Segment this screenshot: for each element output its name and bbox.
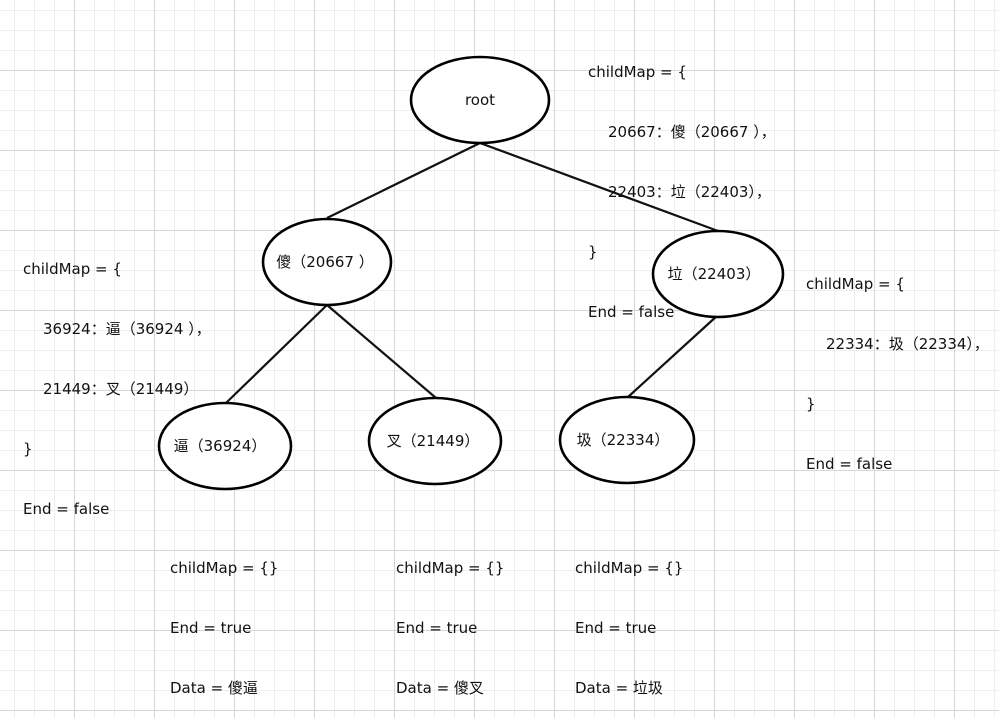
note-ji-data: Data = 垃圾 (575, 679, 663, 697)
node-sha: 傻（20667 ） (261, 217, 393, 307)
note-root-entry: 22403：垃（22403）， (608, 183, 771, 201)
edge-root-sha (326, 142, 481, 219)
note-sha-open: childMap = { (23, 260, 122, 278)
note-sha-entry: 21449：叉（21449） (43, 380, 199, 398)
node-root-label: root (465, 91, 495, 109)
note-sha-close: } (23, 440, 33, 458)
note-la-end: End = false (806, 455, 893, 473)
note-bi: childMap = {} End = true Data = 傻逼 (170, 518, 278, 718)
node-cha-label: 叉（21449） (387, 432, 480, 450)
note-root-end: End = false (588, 303, 675, 321)
edges (225, 141, 719, 404)
node-sha-label: 傻（20667 ） (276, 253, 374, 271)
node-root: root (409, 55, 551, 145)
note-la-entry: 22334：圾（22334）， (826, 335, 989, 353)
note-root-open: childMap = { (588, 63, 687, 81)
note-cha: childMap = {} End = true Data = 傻叉 (396, 518, 504, 718)
trie-diagram: root 傻（20667 ） 垃（22403） 逼（36924） 叉（21449… (157, 55, 785, 491)
note-la-close: } (806, 395, 816, 413)
node-cha: 叉（21449） (367, 396, 503, 486)
note-sha-entry: 36924：逼（36924 ）， (43, 320, 211, 338)
node-bi-label: 逼（36924） (174, 437, 267, 455)
node-la-label: 垃（22403） (668, 265, 761, 283)
note-cha-data: Data = 傻叉 (396, 679, 484, 697)
note-la: childMap = { 22334：圾（22334）， } End = fal… (806, 234, 989, 494)
note-ji-child-map: childMap = {} (575, 559, 684, 577)
note-cha-child-map: childMap = {} (396, 559, 505, 577)
node-la-shape (651, 229, 785, 319)
node-root-shape (409, 55, 551, 145)
note-root-entry: 20667：傻（20667 ）， (608, 123, 776, 141)
edge-la-ji (627, 314, 719, 398)
node-cha-shape (367, 396, 503, 486)
note-root-close: } (588, 243, 598, 261)
edge-sha-bi (225, 304, 328, 404)
note-root: childMap = { 20667：傻（20667 ）， 22403：垃（22… (588, 22, 776, 342)
node-la: 垃（22403） (651, 229, 785, 319)
node-ji-shape (558, 395, 696, 485)
edge-root-la (479, 141, 719, 233)
note-bi-data: Data = 傻逼 (170, 679, 258, 697)
note-ji: childMap = {} End = true Data = 垃圾 (575, 518, 683, 718)
edge-sha-cha (326, 304, 437, 399)
node-ji: 圾（22334） (558, 395, 696, 485)
note-la-open: childMap = { (806, 275, 905, 293)
note-sha: childMap = { 36924：逼（36924 ）， 21449：叉（21… (23, 219, 211, 539)
node-bi: 逼（36924） (157, 401, 293, 491)
note-bi-end: End = true (170, 619, 252, 637)
note-bi-child-map: childMap = {} (170, 559, 279, 577)
node-sha-shape (261, 217, 393, 307)
note-sha-end: End = false (23, 500, 110, 518)
node-ji-label: 圾（22334） (577, 431, 670, 449)
note-cha-end: End = true (396, 619, 478, 637)
node-bi-shape (157, 401, 293, 491)
note-ji-end: End = true (575, 619, 657, 637)
